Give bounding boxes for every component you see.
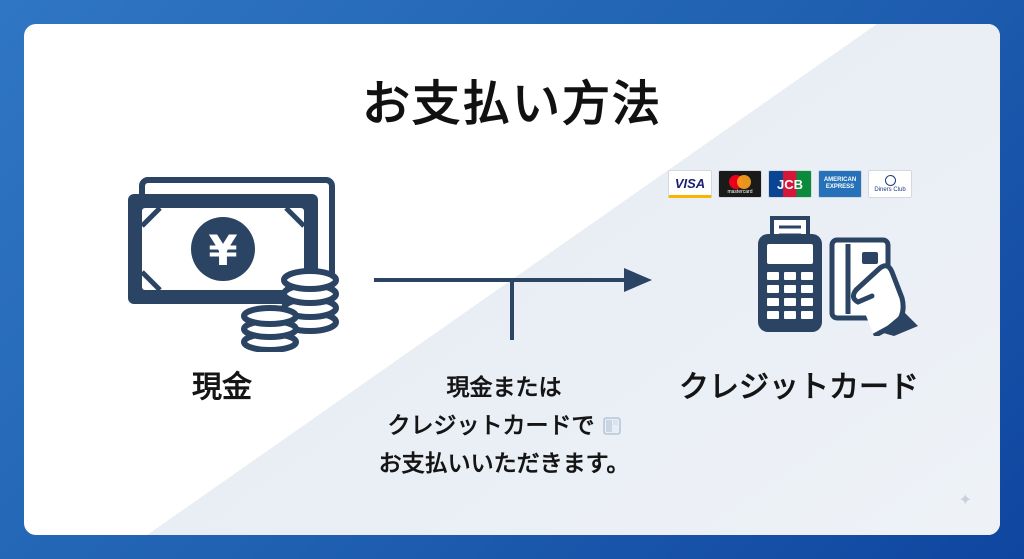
window-icon	[603, 417, 620, 435]
diners-text: Diners Club	[874, 187, 906, 193]
page-title: お支払い方法	[361, 76, 662, 132]
mastercard-text: mastercard	[727, 189, 753, 195]
connector-arrow	[374, 268, 652, 340]
credit-card-label: クレジットカード	[679, 370, 919, 405]
mastercard-logo: mastercard	[718, 170, 762, 198]
center-line-3: お支払いいただきます。	[378, 451, 630, 477]
center-line-1: 現金または	[446, 375, 562, 401]
amex-logo: AMERICAN EXPRESS	[818, 170, 862, 198]
card-terminal-icon	[758, 216, 918, 336]
cash-label: 現金	[192, 370, 252, 405]
diners-logo: Diners Club	[868, 170, 912, 198]
amex-text-1: AMERICAN	[823, 177, 857, 183]
amex-text-2: EXPRESS	[825, 184, 855, 190]
visa-text: VISA	[674, 175, 706, 191]
card-brand-logos: VISA mastercard JCB AMERICAN EXPRESS Din…	[668, 170, 912, 198]
sparkle-icon: ✦	[958, 490, 972, 509]
visa-logo: VISA	[668, 170, 712, 198]
jcb-logo: JCB	[768, 170, 812, 198]
cash-coins-icon: ¥	[128, 177, 339, 352]
jcb-text: JCB	[776, 176, 803, 192]
yen-symbol: ¥	[208, 226, 237, 275]
payment-card: お支払い方法 ¥ 現金 現金または クレジットカードで	[24, 24, 1000, 535]
center-line-2: クレジットカードで	[334, 407, 674, 445]
center-description: 現金または クレジットカードで お支払いいただきます。	[334, 369, 674, 483]
